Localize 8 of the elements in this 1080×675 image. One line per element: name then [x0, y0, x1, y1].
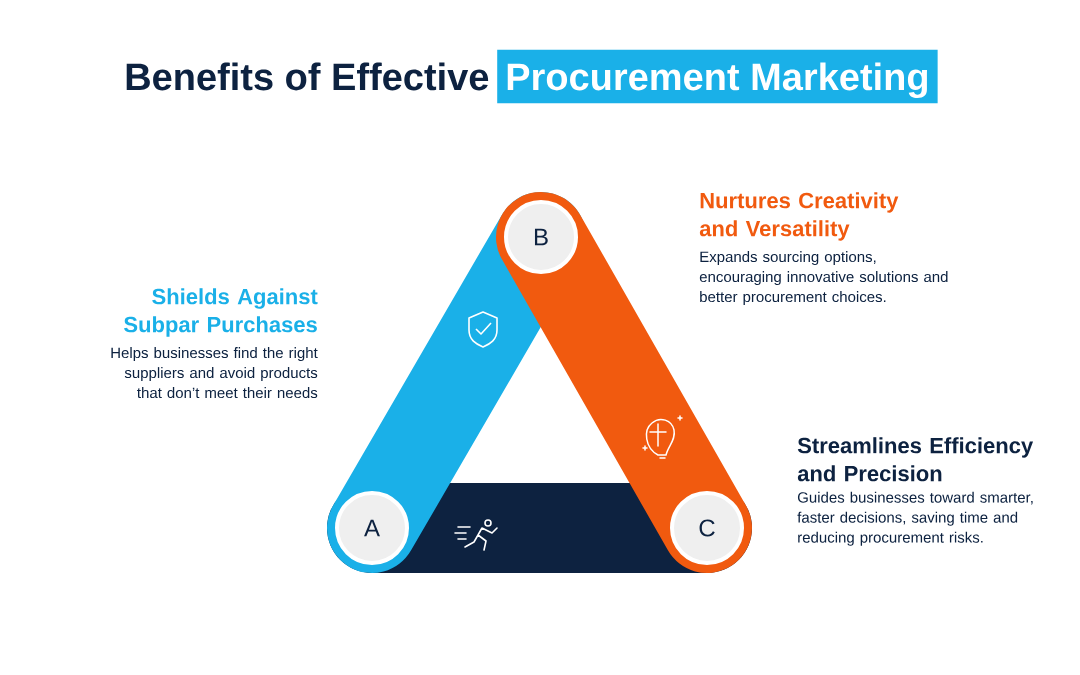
description: Expands sourcing options, encouraging innovative solutions and better procurement choices.	[699, 251, 948, 306]
heading: Shields Against Subpar Purchases	[124, 288, 318, 337]
heading: Nurtures Creativity and Versatility	[699, 192, 899, 241]
title: Benefits of Effective	[126, 62, 489, 91]
description: Helps businesses find the right suppliers and avoid products that don’t meet their needs	[111, 347, 318, 399]
description: Guides businesses toward smarter, faster decisions, saving time and reducing procurement risks.	[797, 491, 1033, 546]
title-highlight: Procurement Marketing	[497, 49, 938, 104]
heading: Streamlines Efficiency and Precision	[797, 437, 1034, 482]
